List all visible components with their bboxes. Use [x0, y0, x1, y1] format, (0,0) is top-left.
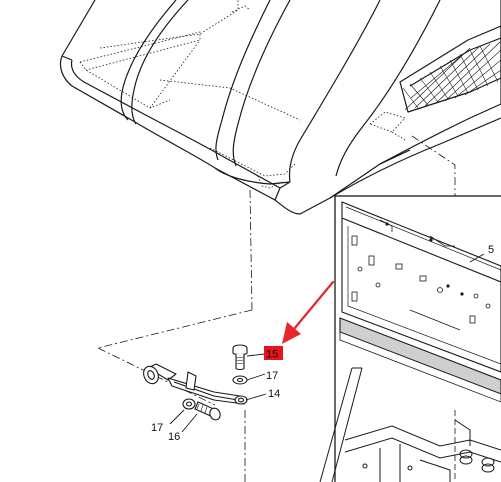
washer-17-upper: [232, 375, 248, 385]
callout-5: 5: [488, 244, 494, 256]
callout-leaders: [169, 353, 267, 433]
callout-15: 15: [266, 349, 278, 361]
highlight-box-15: [264, 346, 283, 360]
pointer-arrow-icon: [282, 280, 335, 344]
callout-14: 14: [268, 388, 280, 400]
callout-17-upper: 17: [266, 370, 278, 382]
bolt-16: [194, 401, 221, 421]
hood-cover: [59, 0, 501, 215]
washer-17-lower: [182, 398, 196, 410]
vent-grille-mesh: [402, 41, 501, 111]
bolt-15: [232, 344, 248, 371]
callout-16: 16: [168, 431, 180, 443]
hood-hidden-lines: [79, 0, 406, 189]
hinge-bracket: [143, 363, 248, 405]
inset-panel: [319, 195, 501, 482]
callout-17-lower: 17: [151, 422, 163, 434]
